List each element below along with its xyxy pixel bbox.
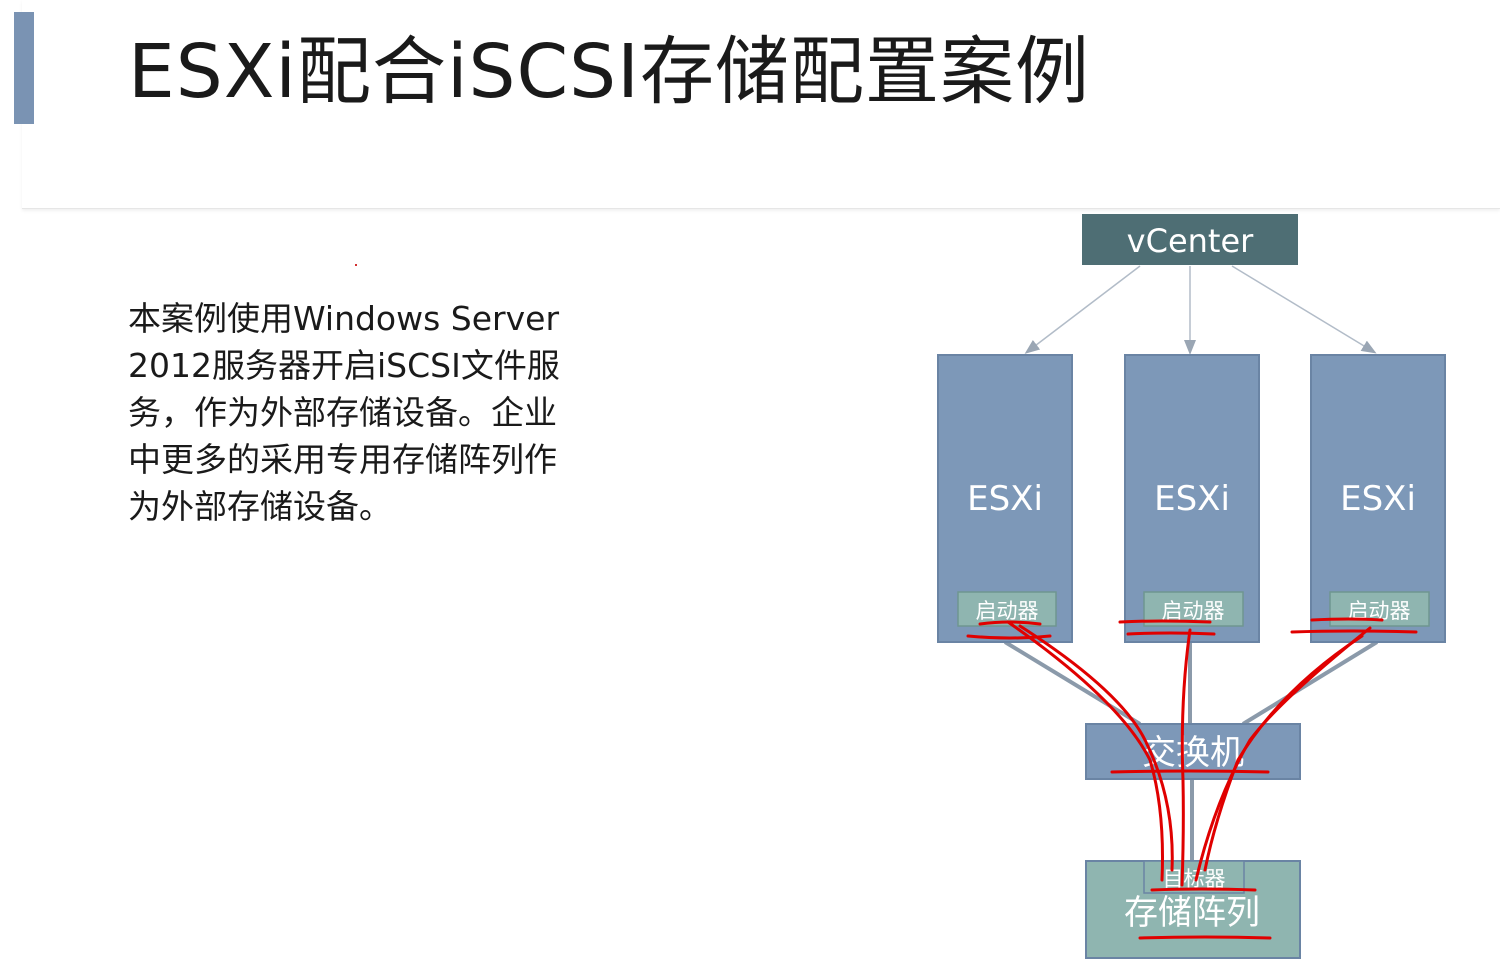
stray-mark [355, 264, 357, 266]
esxi-host-2: ESXi 启动器 [1124, 354, 1260, 643]
vcenter-node: vCenter [1082, 214, 1298, 265]
slide-title: ESXi配合iSCSI存储配置案例 [128, 29, 1090, 115]
body-line: 中更多的采用专用存储阵列作 [128, 440, 557, 479]
esxi-host-3: ESXi 启动器 [1310, 354, 1446, 643]
title-accent-bar [14, 12, 34, 124]
annotation-underline [1138, 935, 1272, 940]
initiator-label: 启动器 [976, 599, 1039, 623]
annotation-underline [966, 634, 1052, 640]
link-host-1-switch [1003, 640, 1142, 726]
body-line: 2012服务器开启iSCSI文件服 [128, 346, 560, 385]
switch-node: 交换机 [1085, 723, 1301, 780]
annotation-underline [1150, 887, 1257, 892]
storage-array-label: 存储阵列 [1124, 893, 1260, 933]
body-line: 本案例使用Windows Server [128, 299, 560, 338]
body-line: 为外部存储设备。 [128, 487, 392, 526]
vcenter-label: vCenter [1127, 222, 1254, 260]
annotation-underline [1118, 619, 1212, 624]
switch-box [1085, 723, 1301, 780]
annotation-path-host-2 [1180, 628, 1192, 887]
vcenter-box [1082, 214, 1298, 265]
storage-array-node: 目标器 存储阵列 [1085, 860, 1301, 959]
initiator-label: 启动器 [1162, 599, 1225, 623]
arrow-vcenter-to-host-1 [1024, 265, 1141, 354]
switch-label: 交换机 [1142, 733, 1244, 773]
management-arrows [1024, 265, 1377, 355]
annotation-underline [1310, 617, 1384, 622]
esxi-host-label: ESXi [1340, 479, 1416, 519]
annotation-underline [1126, 631, 1216, 636]
annotation-path-host-1 [1006, 620, 1164, 882]
esxi-host-label: ESXi [967, 479, 1043, 519]
annotation-underline [1110, 769, 1270, 774]
body-paragraph: 本案例使用Windows Server 2012服务器开启iSCSI文件服 务，… [128, 295, 648, 530]
annotation-path-host-1-alt [1018, 624, 1174, 872]
annotation-path-host-3-alt [1203, 634, 1364, 872]
initiator-box [957, 591, 1057, 627]
network-links [1003, 640, 1379, 862]
annotation-underline [1290, 629, 1418, 634]
arrow-vcenter-to-host-3 [1231, 265, 1377, 354]
title-panel [22, 0, 1500, 209]
esxi-host-label: ESXi [1154, 479, 1230, 519]
link-host-3-switch [1241, 640, 1379, 726]
body-line: 务，作为外部存储设备。企业 [128, 393, 557, 432]
esxi-host-1: ESXi 启动器 [937, 354, 1073, 643]
red-annotations [966, 617, 1418, 940]
